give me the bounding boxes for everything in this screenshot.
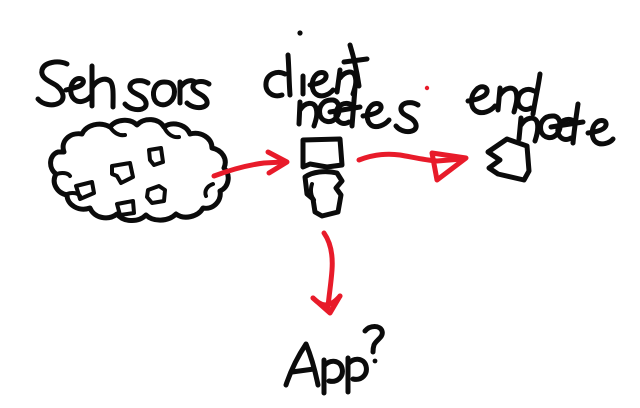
end-node-shape (485, 136, 532, 183)
question-mark-dot (372, 358, 378, 364)
end-label-line1 (465, 71, 543, 117)
end-label-line2 (516, 101, 616, 147)
client-label-line2 (296, 85, 421, 135)
client-node-upper-shape (300, 136, 345, 170)
sensor-cloud-shape (48, 117, 231, 223)
arrow-client-to-end (356, 150, 469, 183)
sensors-label (35, 59, 212, 113)
arrow-client-to-app (310, 230, 343, 316)
client-label-line1 (263, 42, 370, 99)
sensor-glyph (147, 146, 165, 167)
stray-red-dot (424, 85, 430, 91)
client-node-lower-shape (302, 169, 345, 219)
sensor-glyphs (74, 146, 167, 217)
sensor-glyph (74, 180, 96, 201)
arrow-sensors-to-client (211, 149, 290, 179)
dot-above-client-mark (297, 30, 303, 36)
sensor-glyph (145, 184, 167, 205)
app-label (283, 324, 385, 396)
sensor-glyph (115, 199, 136, 217)
sensor-glyph (110, 161, 135, 185)
